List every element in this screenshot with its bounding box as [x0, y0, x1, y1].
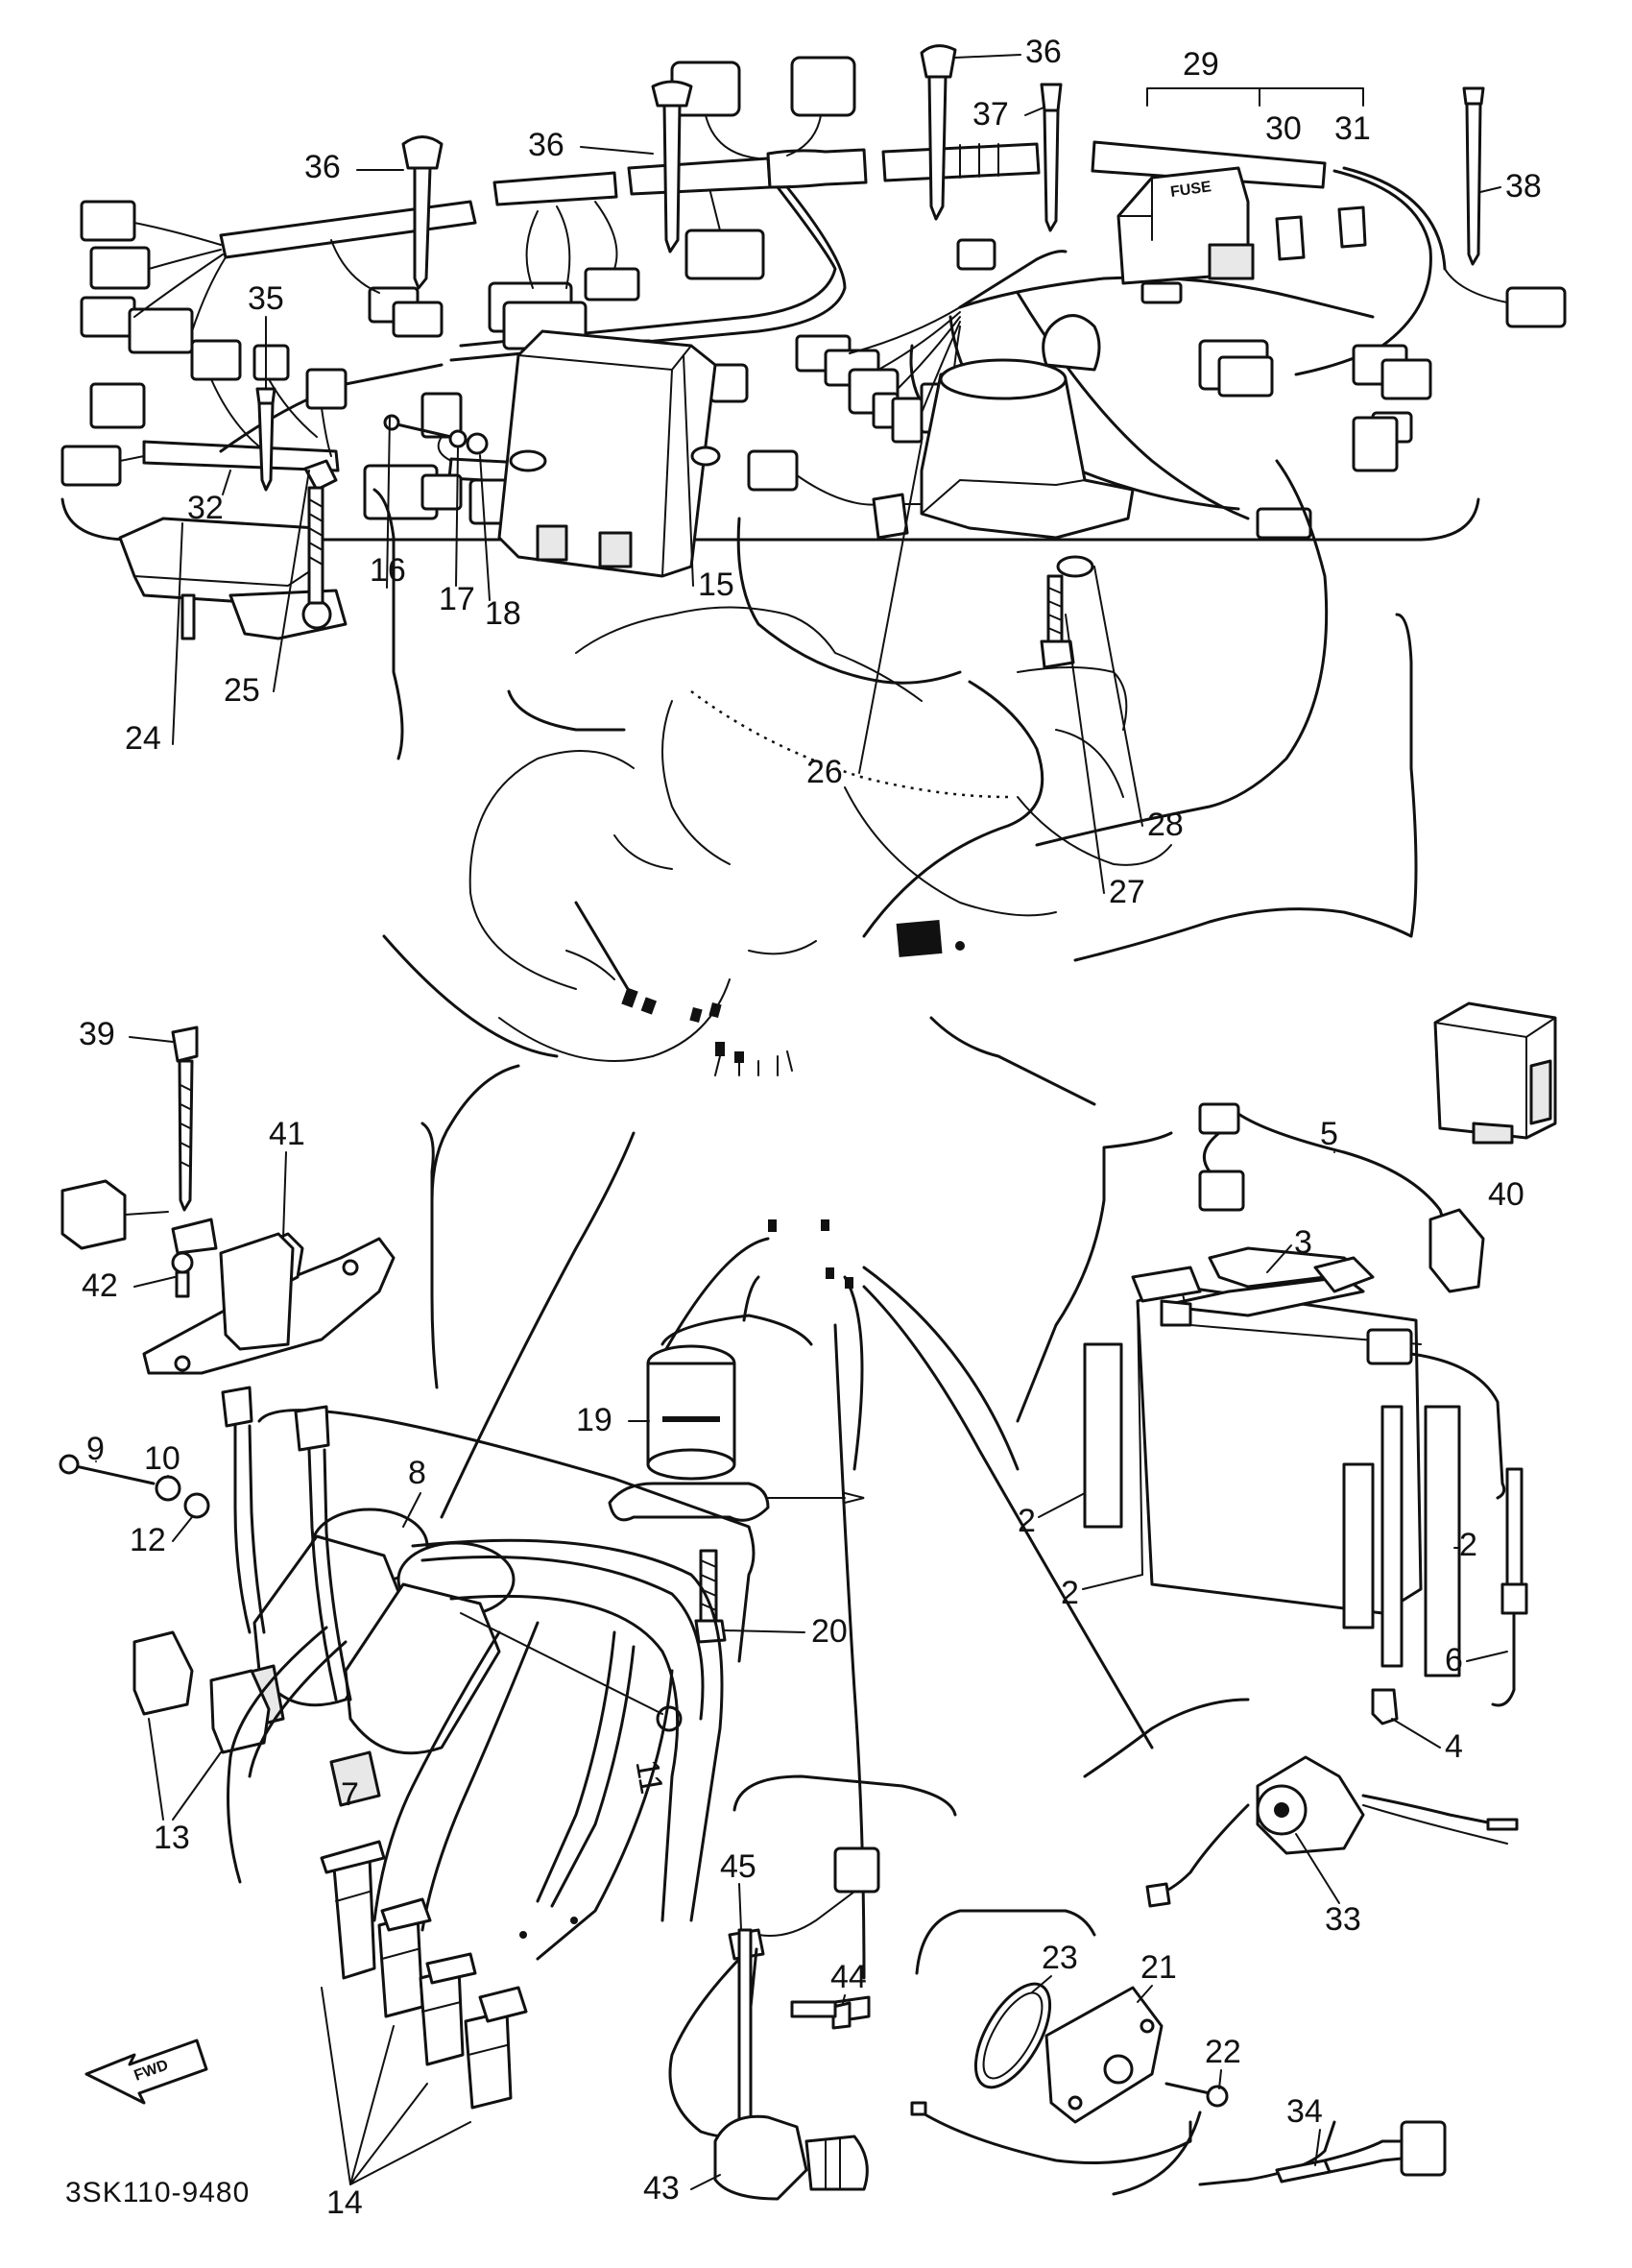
callout-15: 15 — [698, 567, 734, 603]
cdi-bolt-washers — [383, 414, 489, 455]
callout-20: 20 — [811, 1613, 848, 1650]
callout-6: 6 — [1445, 1642, 1463, 1678]
switch-bolt-washer — [1040, 555, 1094, 669]
callout-8: 8 — [408, 1455, 426, 1491]
voltage-regulator — [118, 517, 348, 640]
callout-7: 7 — [341, 1776, 359, 1813]
fuse-box-label: FUSE — [1169, 179, 1212, 201]
callout-32: 32 — [187, 490, 224, 526]
sensor-19-group — [608, 1314, 865, 1644]
callout-2a: 2 — [1018, 1503, 1036, 1539]
bracket-44-45 — [790, 2000, 852, 2030]
ignition-coil-group — [59, 1386, 756, 2110]
washer-22 — [1206, 2085, 1229, 2108]
callout-11: 11 — [628, 1757, 670, 1797]
callout-2b: 2 — [1459, 1527, 1477, 1563]
sensor-43-group — [668, 1774, 957, 2201]
callout-39: 39 — [79, 1016, 115, 1052]
callout-36c: 36 — [1025, 34, 1062, 70]
leader-lines — [382, 459, 1413, 1980]
callout-44: 44 — [830, 1959, 867, 1995]
battery-group — [1016, 1102, 1528, 1725]
frame-mounted-parts — [621, 920, 965, 1289]
regulator-bracket — [372, 488, 404, 760]
callout-24: 24 — [125, 720, 161, 757]
callout-labels: 36 36 36 37 29 30 31 38 35 32 16 17 18 1… — [65, 34, 1542, 2221]
cdi-group-bracket — [507, 689, 626, 732]
callout-41: 41 — [269, 1116, 305, 1152]
relay — [1433, 1001, 1557, 1145]
callout-26: 26 — [806, 754, 843, 790]
callout-34: 34 — [1286, 2093, 1323, 2130]
callout-29: 29 — [1183, 46, 1219, 83]
callout-23: 23 — [1042, 1940, 1078, 1976]
callout-43: 43 — [643, 2170, 680, 2207]
forward-direction-arrow[interactable]: FWD — [84, 2039, 208, 2105]
callout-5: 5 — [1320, 1116, 1338, 1152]
callout-35: 35 — [248, 280, 284, 317]
callout-21: 21 — [1140, 1949, 1177, 1986]
callout-22: 22 — [1205, 2034, 1241, 2070]
motorcycle-frame-outline — [468, 606, 1172, 1062]
callout-17: 17 — [439, 581, 475, 617]
callout-10: 10 — [144, 1440, 180, 1477]
callout-45: 45 — [720, 1848, 756, 1885]
callout-9: 9 — [86, 1431, 105, 1467]
callout-3: 3 — [1294, 1224, 1312, 1261]
callout-33: 33 — [1325, 1901, 1361, 1938]
switch-group-bracket — [736, 517, 962, 685]
sensor-34-group — [1198, 2120, 1447, 2186]
bracket-group-39-41-42 — [60, 1025, 439, 1389]
callout-37: 37 — [972, 96, 1009, 133]
callout-13: 13 — [154, 1820, 190, 1856]
callout-19: 19 — [576, 1402, 612, 1438]
callout-18: 18 — [485, 595, 521, 632]
callout-14: 14 — [326, 2184, 363, 2221]
main-wire-harness-group: FUSE — [60, 44, 1567, 542]
diagram-code: 3SK110-9480 — [65, 2177, 250, 2208]
main-switch — [747, 314, 1135, 540]
regulator-bolt — [303, 459, 338, 605]
sensor-33-group — [1083, 1698, 1519, 1908]
callout-2c: 2 — [1061, 1575, 1079, 1611]
callout-30: 30 — [1265, 110, 1302, 147]
cdi-unit — [497, 329, 721, 578]
callout-12: 12 — [130, 1522, 166, 1558]
callout-28: 28 — [1147, 807, 1184, 843]
callout-4: 4 — [1445, 1728, 1463, 1765]
callout-40: 40 — [1488, 1176, 1524, 1213]
callout-25: 25 — [224, 672, 260, 709]
callout-36b: 36 — [528, 127, 564, 163]
callout-42: 42 — [82, 1267, 118, 1304]
relay-bracket — [1395, 613, 1418, 938]
callout-27: 27 — [1109, 874, 1145, 910]
callout-31: 31 — [1334, 110, 1371, 147]
callout-38: 38 — [1505, 168, 1542, 205]
callout-36a: 36 — [304, 149, 341, 185]
